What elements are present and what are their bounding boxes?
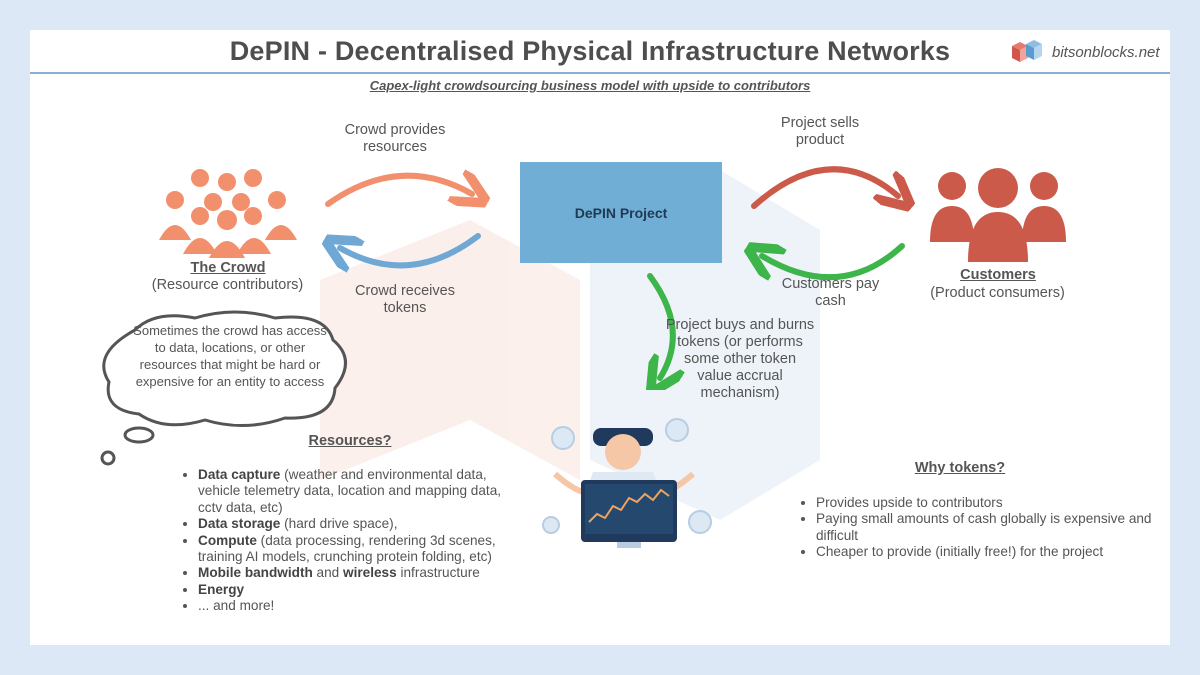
list-item: Data capture (weather and environmental … [198,467,528,516]
list-item: Data storage (hard drive space), [198,516,528,532]
bitcoin-coin-icon [551,426,575,450]
list-item: Cheaper to provide (initially free!) for… [816,544,1156,560]
list-item: Paying small amounts of cash globally is… [816,511,1156,544]
customers-role: (Product consumers) [930,285,1065,301]
sells-arrow [751,166,898,206]
page-title: DePIN - Decentralised Physical Infrastru… [229,36,951,66]
crowd-name: The Crowd [190,260,266,276]
people-group-icon [159,169,297,258]
ripple-coin-icon [688,510,712,534]
crowd-provides-label: Crowd provides resources [344,122,446,155]
depin-project-box: DePIN Project [520,162,722,263]
resources-list: Data capture (weather and environmental … [178,467,528,615]
receives-arrow [340,233,481,265]
users-icon [930,168,1066,262]
eth-coin-icon [542,516,560,534]
trader-illustration [542,418,712,548]
burn-arrow [630,273,700,390]
coin-icon [665,418,689,442]
project-sells-label: Project sells product [780,115,860,148]
why-tokens-heading: Why tokens? [914,460,1006,476]
why-tokens-list: Provides upside to contributors Paying s… [796,495,1156,561]
title-divider [30,72,1170,74]
pay-arrow [762,246,905,277]
resources-heading: Resources? [308,433,392,449]
customers-pay-label: Customers pay cash [781,276,880,309]
list-item: Compute (data processing, rendering 3d s… [198,533,528,566]
list-item: Energy [198,582,528,598]
provides-arrow [325,176,472,204]
subtitle: Capex-light crowdsourcing business model… [369,78,811,93]
cube-logo-icon [1012,40,1042,62]
list-item: ... and more! [198,598,528,614]
crowd-role: (Resource contributors) [151,277,304,293]
project-buys-label: Project buys and burns tokens (or perfor… [665,317,815,401]
thought-bubble-text: Sometimes the crowd has access to data, … [133,323,327,389]
brand: bitsonblocks.net [1010,38,1160,66]
brand-name: bitsonblocks.net [1052,43,1160,61]
crowd-arrows [320,158,495,273]
customer-arrows [740,166,920,288]
thought-bubble-icon [100,310,347,466]
customers-name: Customers [960,267,1036,283]
crowd-receives-label: Crowd receives tokens [355,283,455,316]
list-item: Mobile bandwidth and wireless infrastruc… [198,565,528,581]
infographic-card: DePIN - Decentralised Physical Infrastru… [30,30,1170,645]
list-item: Provides upside to contributors [816,495,1156,511]
